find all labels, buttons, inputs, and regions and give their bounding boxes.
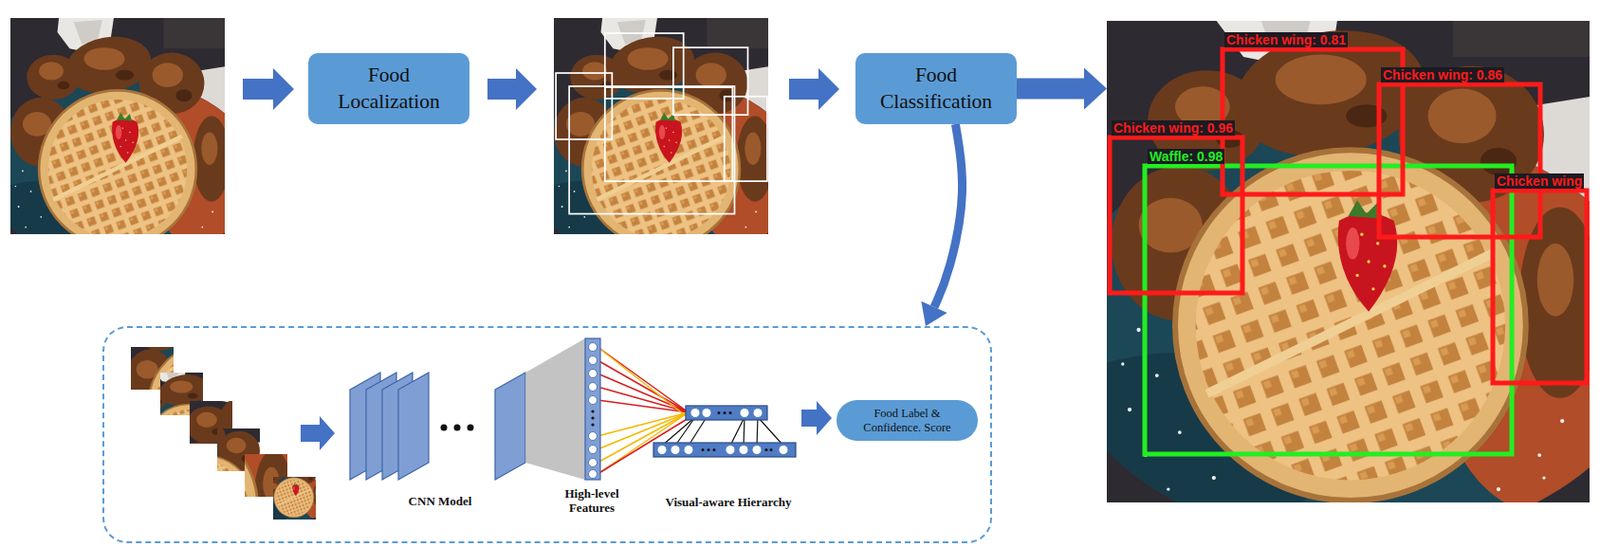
detection-label: Chicken wing: 0.86 [1380,67,1505,83]
process-box: Food Localization [308,53,470,125]
proposal-boxes [555,33,768,214]
result-image: Chicken wing: 0.81Chicken wing: 0.86Chic… [1106,20,1590,503]
panel-label: High-level Features [553,486,630,515]
detection-label: Waffle: 0.98 [1147,148,1225,165]
localized-photo [513,0,810,274]
detection-boxes [1109,49,1587,455]
box-label: Food Classification [869,62,1003,116]
feature-vector [585,338,601,480]
output-pill: Food Label & Confidence. Score [836,400,978,442]
input-photo [0,0,266,274]
arrow-head [920,301,947,327]
detection-label: Chicken wing: 0.96 [1111,120,1235,136]
panel-label: Visual-aware Hierarchy [665,495,792,510]
curved-arrow [934,124,963,308]
visual-hierarchy [653,405,796,458]
feature-projection [525,338,586,480]
detection-label: Chicken wing [1494,173,1584,189]
region-crops [20,265,387,547]
process-box: Food Classification [855,53,1017,125]
flow-connector [920,124,962,327]
block-arrow [1016,68,1107,111]
cnn-layers [349,372,526,480]
detection-label: Chicken wing: 0.81 [1224,32,1348,48]
classification-panel: CNN Model High-level Features Visual-aware… [102,326,993,544]
output-label: Food Label & Confidence. Score [855,406,960,436]
panel-label: CNN Model [408,494,473,509]
box-label: Food Localization [322,62,456,116]
flow-connector [1016,68,1107,111]
result-photo [1020,0,1600,547]
ellipsis-dots [441,424,475,432]
